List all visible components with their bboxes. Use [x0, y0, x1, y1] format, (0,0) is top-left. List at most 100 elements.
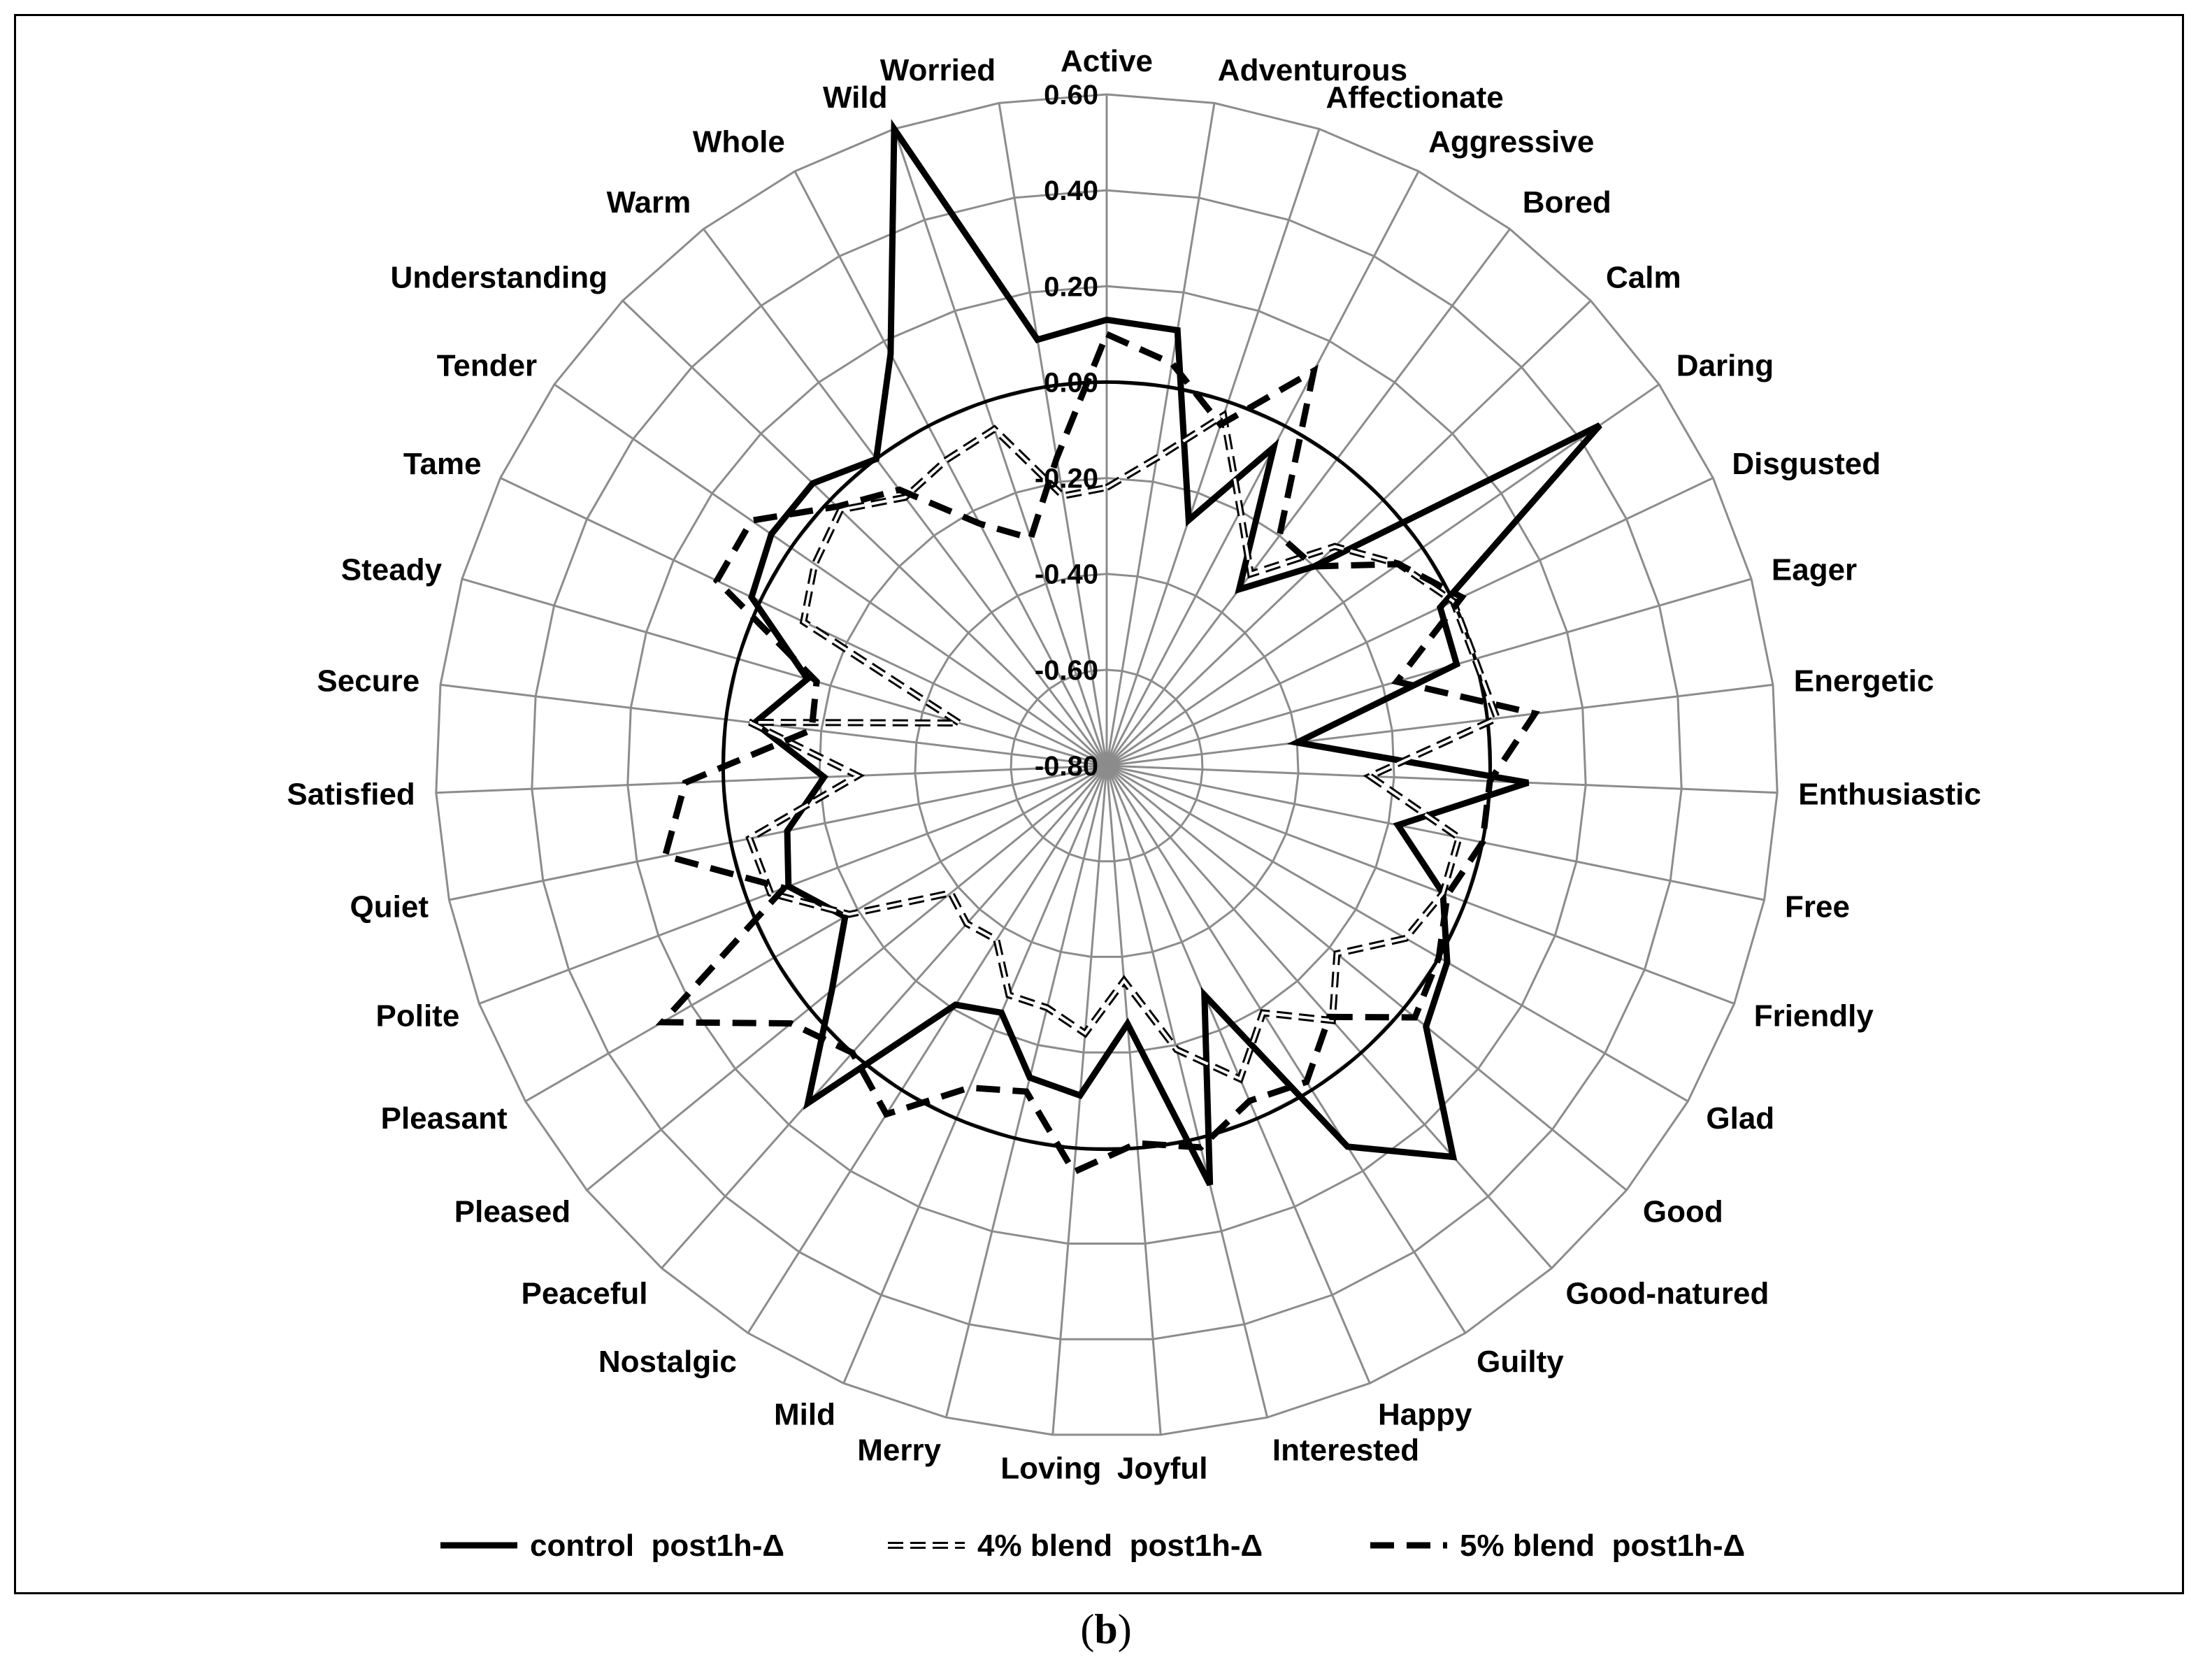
series-0-line — [748, 119, 1602, 1187]
tick-label-4: 0.00 — [1044, 367, 1098, 398]
spoke-10 — [1106, 764, 1778, 794]
category-label-mild: Mild — [774, 1397, 835, 1431]
spoke-18 — [1105, 765, 1269, 1418]
category-label-happy: Happy — [1378, 1397, 1472, 1431]
legend-label-2: 5% blend post1h-Δ — [1460, 1529, 1745, 1563]
category-label-energetic: Energetic — [1794, 664, 1934, 699]
tick-label-5: 0.20 — [1044, 271, 1098, 302]
category-label-quiet: Quiet — [350, 890, 429, 924]
spoke-11 — [1106, 764, 1765, 901]
spoke-2 — [1105, 128, 1321, 766]
category-label-worried: Worried — [880, 53, 996, 87]
category-label-bored: Bored — [1523, 185, 1611, 220]
category-label-understanding: Understanding — [391, 261, 608, 295]
spoke-23 — [747, 765, 1108, 1334]
spoke-1 — [1105, 103, 1216, 766]
category-labels: Active AdventurousAffectionateAggressiveB… — [287, 44, 1981, 1486]
spoke-4 — [1105, 228, 1511, 766]
category-label-pleased: Pleased — [454, 1195, 570, 1229]
category-label-enthusiastic: Enthusiastic — [1798, 778, 1981, 812]
category-label-secure: Secure — [317, 664, 419, 699]
panel-label-letter: b — [1094, 1606, 1118, 1652]
spoke-14 — [1106, 764, 1628, 1192]
category-label-satisfied: Satisfied — [287, 778, 415, 812]
category-label-interested: Interested — [1272, 1433, 1419, 1468]
spoke-36 — [793, 171, 1108, 766]
category-label-wild: Wild — [823, 80, 887, 115]
series-2 — [655, 329, 1540, 1176]
tick-label-3: -0.20 — [1035, 464, 1098, 494]
category-label-polite: Polite — [376, 999, 460, 1033]
spoke-12 — [1106, 764, 1735, 1005]
panel-label-open: ( — [1080, 1606, 1095, 1652]
spoke-6 — [1106, 383, 1660, 767]
category-label-good: Good — [1643, 1195, 1723, 1229]
category-label-free: Free — [1785, 890, 1850, 924]
category-label-whole: Whole — [693, 125, 785, 159]
category-label-joyful: Joyful — [1117, 1452, 1208, 1486]
series-1 — [745, 409, 1502, 1084]
spoke-34 — [622, 299, 1108, 767]
spoke-3 — [1105, 171, 1420, 766]
category-label-active: Active — [1061, 44, 1153, 78]
grid-ring-2 — [914, 573, 1300, 958]
panel-label: (b) — [0, 1605, 2212, 1654]
category-label-daring: Daring — [1676, 348, 1774, 382]
grid-ring-1 — [1010, 668, 1204, 863]
series-layer — [655, 119, 1602, 1187]
radar-grid — [435, 93, 1779, 1436]
spoke-22 — [842, 765, 1108, 1384]
spoke-25 — [586, 764, 1107, 1192]
tick-labels: -0.80 -0.60 -0.40 -0.20 0.00 0.20 0.40 0.60 — [1035, 80, 1098, 782]
category-label-nostalgic: Nostalgic — [598, 1345, 737, 1379]
series-2-line — [655, 329, 1540, 1176]
grid-ring-5 — [626, 285, 1587, 1245]
spoke-26 — [524, 764, 1107, 1103]
spoke-13 — [1106, 764, 1689, 1103]
series-0 — [748, 119, 1602, 1187]
panel-label-close: ) — [1117, 1606, 1132, 1652]
spoke-24 — [661, 765, 1108, 1269]
category-label-tender: Tender — [437, 348, 537, 382]
category-label-warm: Warm — [607, 185, 691, 220]
grid-ring-7 — [435, 93, 1779, 1436]
category-label-affectionate: Affectionate — [1326, 80, 1504, 115]
tick-label-7: 0.60 — [1044, 80, 1098, 110]
category-label-calm: Calm — [1606, 261, 1681, 295]
category-label-friendly: Friendly — [1754, 999, 1874, 1033]
spoke-27 — [478, 764, 1107, 1005]
legend: control post1h-Δ 4% blend post1h-Δ 5% blen… — [440, 1529, 1745, 1563]
category-label-adventurous: Adventurous — [1218, 53, 1407, 87]
spoke-9 — [1106, 683, 1774, 767]
series-1-line-inner — [747, 413, 1499, 1081]
category-label-glad: Glad — [1706, 1101, 1774, 1136]
spoke-19 — [1105, 765, 1162, 1436]
category-label-loving: Loving — [1000, 1452, 1101, 1486]
tick-label-1: -0.60 — [1035, 655, 1098, 686]
grid-ring-6 — [531, 189, 1683, 1340]
radar-chart: Active AdventurousAffectionateAggressiveB… — [287, 44, 1981, 1563]
spoke-8 — [1106, 578, 1752, 767]
category-label-peaceful: Peaceful — [522, 1277, 648, 1311]
spoke-16 — [1105, 765, 1467, 1334]
spoke-20 — [1051, 765, 1108, 1436]
spoke-7 — [1106, 477, 1714, 767]
tick-label-2: -0.40 — [1035, 559, 1098, 590]
legend-label-1: 4% blend post1h-Δ — [977, 1529, 1263, 1563]
category-label-disgusted: Disgusted — [1732, 447, 1881, 481]
spoke-37 — [893, 128, 1108, 766]
tick-label-6: 0.40 — [1044, 176, 1098, 206]
spoke-31 — [461, 578, 1107, 767]
spoke-29 — [436, 764, 1107, 794]
spoke-38 — [998, 103, 1108, 766]
category-label-good-natured: Good-natured — [1566, 1277, 1769, 1311]
category-label-merry: Merry — [857, 1433, 941, 1468]
category-label-guilty: Guilty — [1477, 1345, 1564, 1379]
tick-label-0: -0.80 — [1035, 751, 1098, 782]
category-label-tame: Tame — [403, 447, 482, 481]
chart-frame — [14, 14, 2184, 1594]
category-label-pleasant: Pleasant — [381, 1101, 508, 1136]
spoke-5 — [1105, 299, 1592, 767]
category-label-aggressive: Aggressive — [1428, 125, 1594, 159]
legend-label-0: control post1h-Δ — [530, 1529, 784, 1563]
